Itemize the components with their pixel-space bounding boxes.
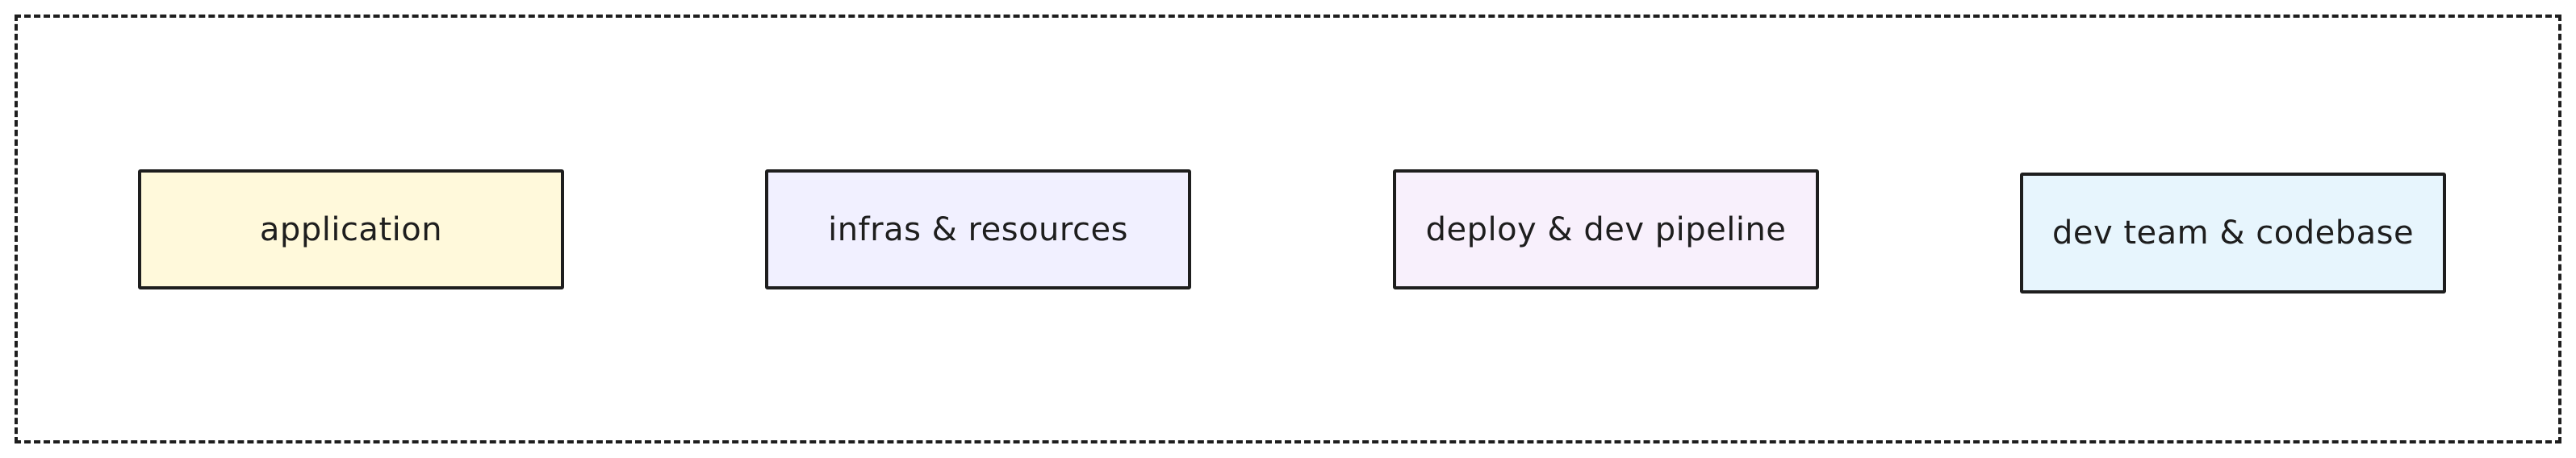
box-application-label: application [259,210,443,248]
box-infras-resources[interactable]: infras & resources [765,169,1191,289]
box-dev-team-codebase[interactable]: dev team & codebase [2020,173,2446,294]
box-infras-resources-label: infras & resources [828,210,1128,248]
box-deploy-dev-pipeline[interactable]: deploy & dev pipeline [1393,169,1819,289]
box-deploy-dev-pipeline-label: deploy & dev pipeline [1425,210,1787,248]
dashed-group-frame [15,15,2561,443]
box-dev-team-codebase-label: dev team & codebase [2051,214,2415,252]
box-application[interactable]: application [138,169,564,289]
